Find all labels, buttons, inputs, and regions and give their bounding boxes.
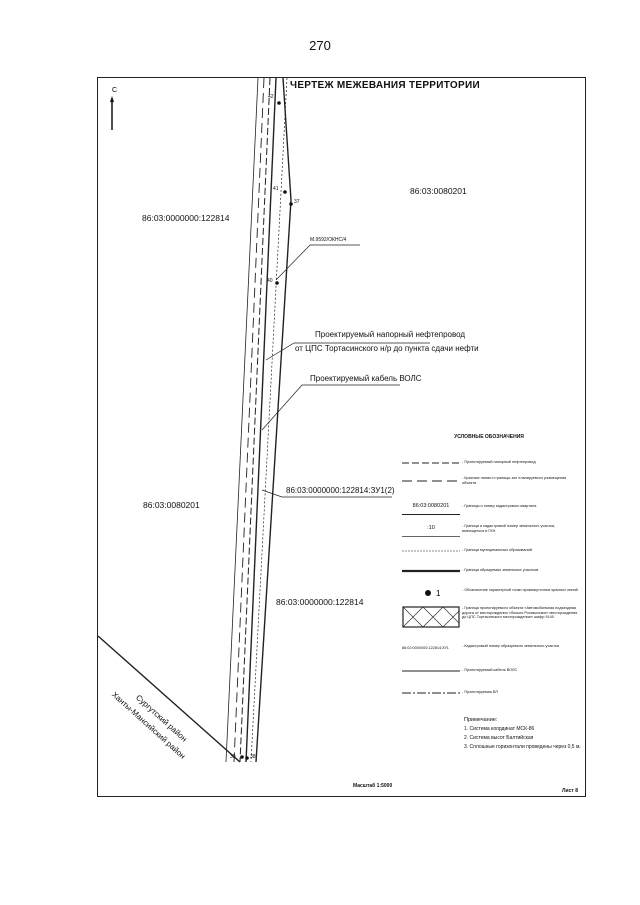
- parcel-label-quarter-left: 86:03:0080201: [143, 500, 200, 510]
- sheet-label: Лист 8: [562, 788, 578, 794]
- municipal-boundary: [97, 635, 241, 763]
- callout-pipeline-line2: от ЦПС Тортасинского н/р до пункта сдачи…: [295, 344, 479, 353]
- red-line-right: [255, 77, 292, 763]
- notes-title: Примечание:: [464, 717, 498, 723]
- legend-item-cable: - Проектируемый кабель ВОЛС: [402, 668, 518, 672]
- pipeline-line: [239, 77, 271, 763]
- point-label-37: 37: [294, 199, 300, 205]
- legend-item-vl: - Проектируемая ВЛ: [402, 690, 498, 694]
- legend-item-red-lines: - Красные линии и границы зон планируемо…: [402, 476, 567, 485]
- cable-line: [245, 77, 277, 763]
- legend-item-quarter: 86:03:0080201 - Границы и номер кадастро…: [398, 500, 580, 515]
- note-line: 2. Система высот Балтийская: [464, 735, 534, 741]
- parcel-label-quarter-upper: 86:03:0080201: [410, 186, 467, 196]
- notes: Примечание: 1. Система координат МСК-86 …: [464, 716, 584, 752]
- drawing-title: ЧЕРТЕЖ МЕЖЕВАНИЯ ТЕРРИТОРИИ: [290, 80, 480, 91]
- legend-item-gkn-parcel: :10 - Граница и кадастровый номер земель…: [398, 522, 580, 537]
- legend-item-zu-number: 86:02:0000000:122814:ЗУ1 - Кадастровый н…: [402, 644, 559, 650]
- scale-label: Масштаб 1:5000: [353, 783, 393, 789]
- note-line: 3. Сплошные горизонтали проведены через …: [464, 744, 581, 750]
- callout-mark: М.9592/ОКНС/4: [310, 237, 347, 243]
- point-label-41: 41: [273, 186, 279, 192]
- legend-item-pipeline: - Проектируемый напорный нефтепровод: [402, 460, 536, 464]
- legend-item-object-boundary: - Граница проектируемого объекта «Автомо…: [398, 606, 580, 628]
- leader-mark: [275, 244, 360, 281]
- callout-cable: Проектируемый кабель ВОЛС: [310, 374, 422, 383]
- point-marker-37: [289, 202, 293, 206]
- legend-title: УСЛОВНЫЕ ОБОЗНАЧЕНИЯ: [454, 434, 524, 440]
- point-label-42: 42: [268, 94, 274, 100]
- corridor-boundary-left: [225, 77, 259, 763]
- legend-item-municipal: - Граница муниципальных образований: [402, 548, 532, 552]
- callout-zu: 86:03:0000000:122814:ЗУ1(2): [286, 486, 395, 495]
- point-label-39: 39: [230, 754, 236, 760]
- point-label-38: 38: [250, 754, 256, 760]
- leader-pipeline: [265, 342, 430, 361]
- parcel-label-lower: 86:03:0000000:122814: [276, 597, 364, 607]
- svg-text:1: 1: [436, 589, 441, 598]
- page-number: 270: [309, 38, 331, 53]
- point-marker-40: [275, 281, 279, 285]
- callout-pipeline-line1: Проектируемый напорный нефтепровод: [315, 330, 466, 339]
- leader-zu: [261, 489, 392, 498]
- red-line-left: [233, 77, 265, 763]
- point-marker-41: [283, 190, 287, 194]
- legend: УСЛОВНЫЕ ОБОЗНАЧЕНИЯ - Проектируемый нап…: [398, 430, 580, 785]
- drawing-frame: [97, 77, 586, 797]
- point-label-40: 40: [267, 278, 273, 284]
- north-arrow-icon: С: [110, 87, 117, 130]
- point-marker-38: [245, 756, 249, 760]
- legend-item-new-parcels: - Граница образуемых земельных участков: [402, 568, 539, 573]
- point-marker-39: [240, 755, 244, 759]
- leader-cable: [261, 384, 400, 431]
- note-line: 1. Система координат МСК-86: [464, 726, 535, 732]
- parcel-label-upper-left: 86:03:0000000:122814: [142, 213, 230, 223]
- legend-item-point: 1 - Обозначение характерной точки промеж…: [398, 586, 580, 600]
- point-marker-42: [277, 101, 281, 105]
- vl-line: [250, 77, 288, 763]
- compass-letter: С: [112, 87, 117, 94]
